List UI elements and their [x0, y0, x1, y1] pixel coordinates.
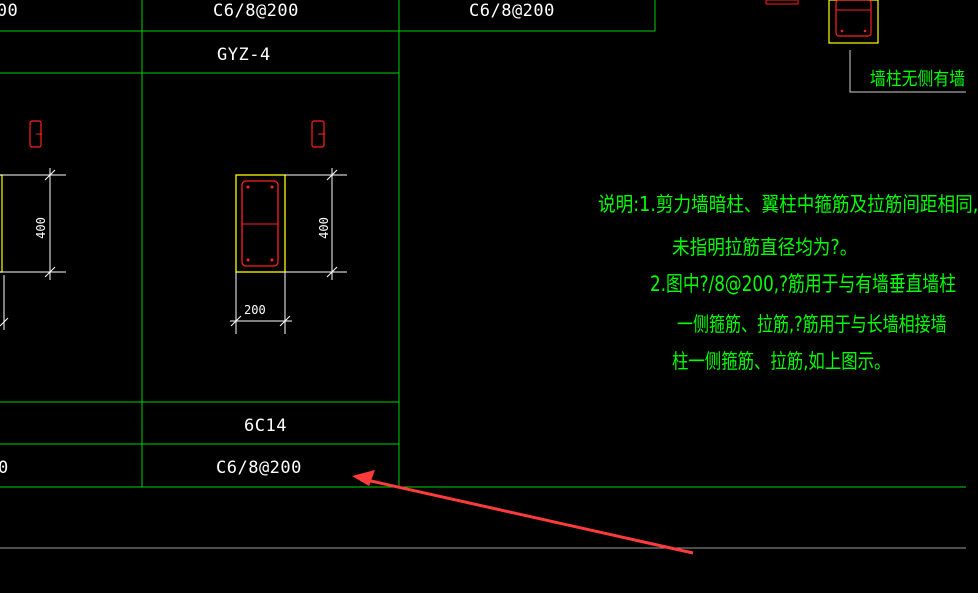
note-line-1: 说明:1.剪力墙暗柱、翼柱中箍筋及拉筋间距相同, [598, 192, 978, 216]
dim-height-left: 400 [33, 217, 48, 239]
cell-bottom-left-partial: 0 [0, 458, 9, 478]
legend-box-label: 墙柱无侧有墙 [870, 69, 966, 90]
note-line-4: 一侧箍筋、拉筋,?筋用于与长墙相接墙 [677, 312, 947, 336]
table-grid [0, 0, 966, 488]
cell-top-right: C6/8@200 [469, 1, 555, 21]
dim-height-mid: 400 [316, 217, 331, 239]
cell-top-left-partial: 200 [0, 1, 19, 21]
dim-width-mid: 200 [244, 303, 266, 317]
cell-top-mid: C6/8@200 [213, 1, 299, 21]
note-line-2: 未指明拉筋直径均为?。 [672, 235, 858, 259]
column-section-gyz4 [230, 120, 347, 334]
column-name-label: GYZ-4 [217, 45, 271, 65]
legend-box [765, 0, 966, 93]
annotation-arrow [352, 470, 694, 555]
rebar-stirrup-label: C6/8@200 [216, 458, 302, 478]
note-line-3: 2.图中?/8@200,?筋用于与有墙垂直墙柱 [650, 272, 957, 296]
column-section-left [0, 120, 66, 330]
rebar-main-label: 6C14 [244, 416, 287, 436]
note-line-5: 柱一侧箍筋、拉筋,如上图示。 [672, 349, 891, 373]
